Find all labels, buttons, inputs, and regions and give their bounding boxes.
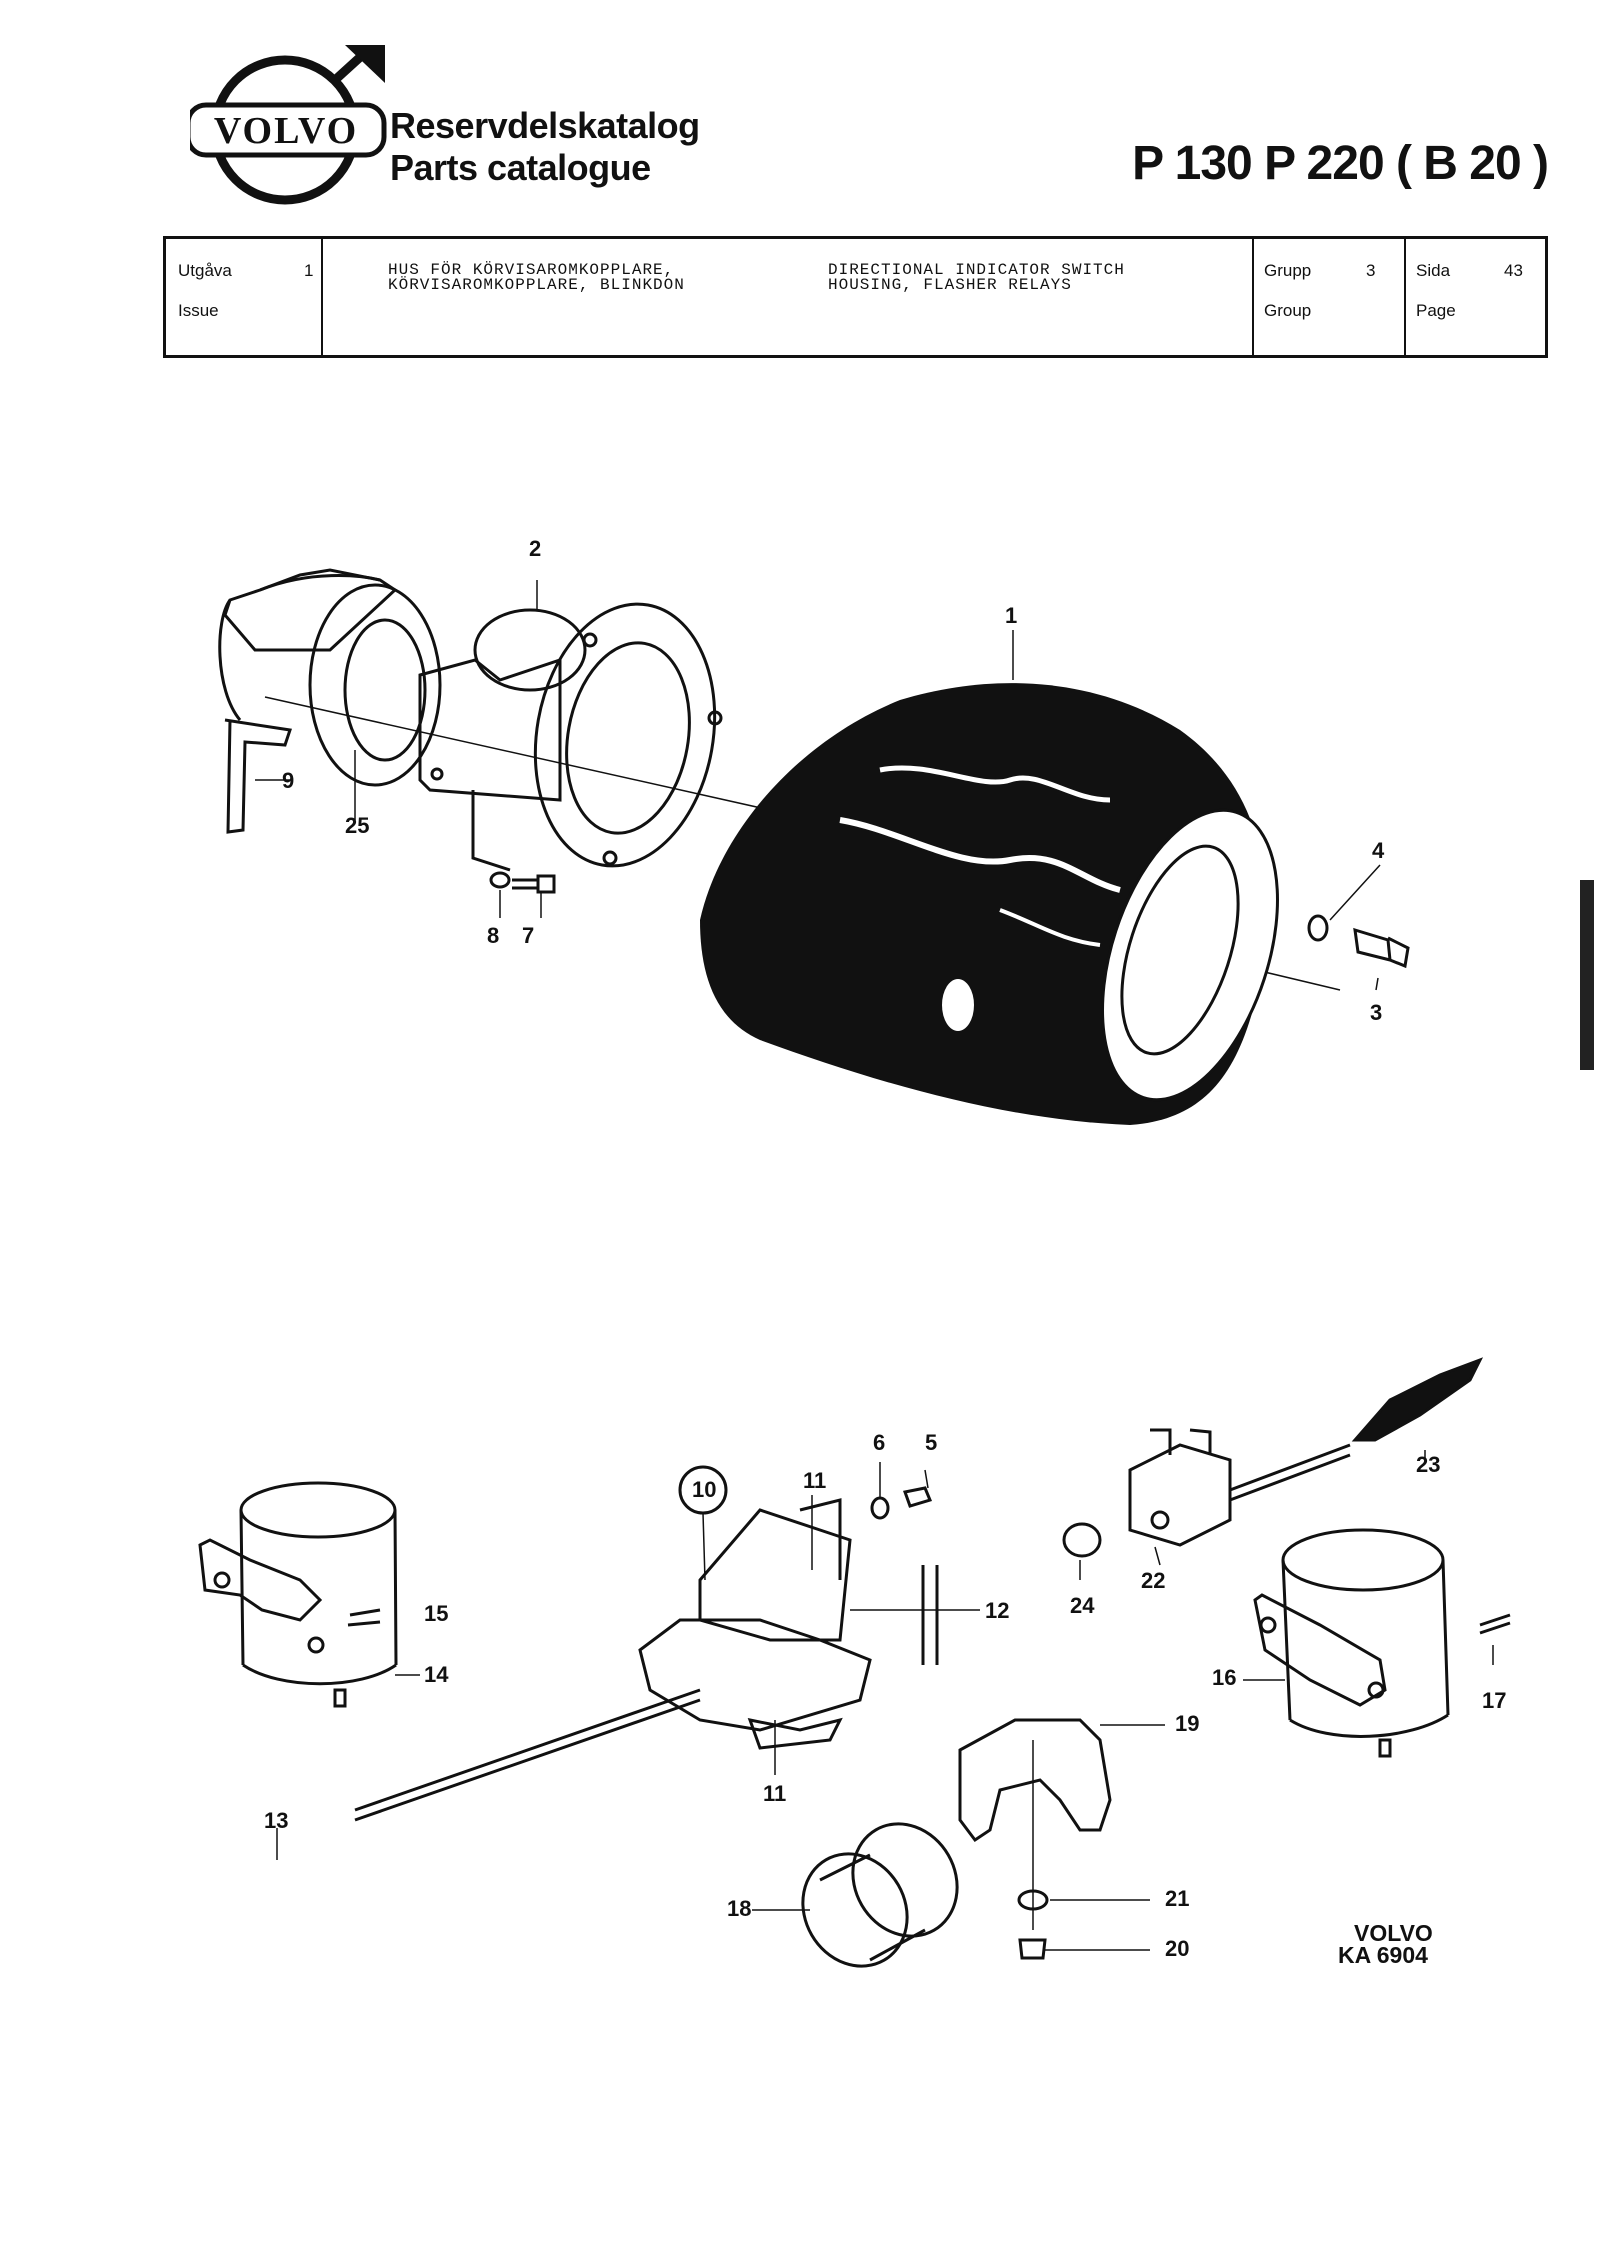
page-value: 43 [1504,261,1523,280]
group-label-english: Group [1264,301,1312,320]
part-20-screw [1018,1938,1047,1960]
callout-22: 22 [1141,1568,1166,1593]
issue-label-english: Issue [178,301,219,320]
description-english-line2: HOUSING, FLASHER RELAYS [828,276,1072,294]
part-21-washer [1017,1889,1049,1911]
issue-value: 1 [304,261,314,280]
part-11-12-switch-body [638,1498,939,1750]
callout-21: 21 [1165,1886,1190,1911]
part-17-screw [1479,1613,1511,1635]
part-13-switch-lever [354,1688,701,1822]
catalog-info-box: Utgåva 1 Issue HUS FÖR KÖRVISAROMKOPPLAR… [163,236,1548,358]
drawing-ref-code: KA 6904 [1338,1942,1428,1968]
catalog-title-swedish: Reservdelskatalog [390,105,700,146]
description-swedish-line1: HUS FÖR KÖRVISAROMKOPPLARE, [388,261,675,279]
group-value: 3 [1366,261,1376,280]
part-22-23-lever-switch [1128,1428,1351,1547]
callout-11-top: 11 [803,1468,827,1493]
part-14-relay-left [198,1481,398,1708]
part-25-clamp-ring [218,568,442,787]
callout-7: 7 [522,923,535,948]
page-label-swedish: Sida [1416,261,1451,280]
group-label-swedish: Grupp [1264,261,1312,280]
part-4-lock-washer [1307,914,1329,942]
drawing-ref-brand: VOLVO [1354,1920,1433,1946]
part-15-screw [347,1608,381,1627]
callout-23: 23 [1416,1452,1441,1477]
callout-9: 9 [282,768,295,793]
callout-8: 8 [487,923,500,948]
callout-18: 18 [727,1896,752,1921]
part-1-main-cover [700,683,1279,1125]
callout-13: 13 [264,1808,289,1833]
part-23-lever-handle [1351,1357,1484,1442]
callout-14: 14 [424,1662,449,1687]
callout-19: 19 [1175,1711,1200,1736]
callout-2: 2 [529,536,542,561]
svg-text:VOLVO: VOLVO [214,110,358,152]
part-2-housing-tube [418,602,723,872]
callout-3: 3 [1370,1000,1383,1025]
callout-17: 17 [1482,1688,1507,1713]
volvo-logo-icon: VOLVO [190,45,387,205]
part-9-bracket [224,718,292,834]
callout-16: 16 [1212,1665,1237,1690]
model-designation: P 130 P 220 ( B 20 ) [1132,137,1549,190]
part-18-flasher-relay [801,1822,959,1968]
callout-12: 12 [985,1598,1010,1623]
issue-label-swedish: Utgåva [178,261,232,280]
description-english-line1: DIRECTIONAL INDICATOR SWITCH [828,261,1125,279]
catalog-title-english: Parts catalogue [390,147,651,188]
part-7-8-screw-washer [489,871,556,894]
part-16-relay-right [1253,1528,1450,1758]
callout-4: 4 [1372,838,1385,863]
description-swedish-line2: KÖRVISAROMKOPPLARE, BLINKDON [388,276,685,294]
part-3-screw [1353,927,1410,969]
callout-10: 10 [692,1477,717,1502]
callout-24: 24 [1070,1593,1095,1618]
callout-1: 1 [1005,603,1018,628]
callout-11-bottom: 11 [763,1781,787,1806]
callout-15: 15 [424,1601,449,1626]
page-label-english: Page [1416,301,1456,320]
part-24-nut [1062,1522,1102,1558]
callout-5: 5 [925,1430,938,1455]
callout-20: 20 [1165,1936,1190,1961]
callout-25: 25 [345,813,370,838]
part-19-bracket [958,1718,1112,1843]
callout-6: 6 [873,1430,886,1455]
